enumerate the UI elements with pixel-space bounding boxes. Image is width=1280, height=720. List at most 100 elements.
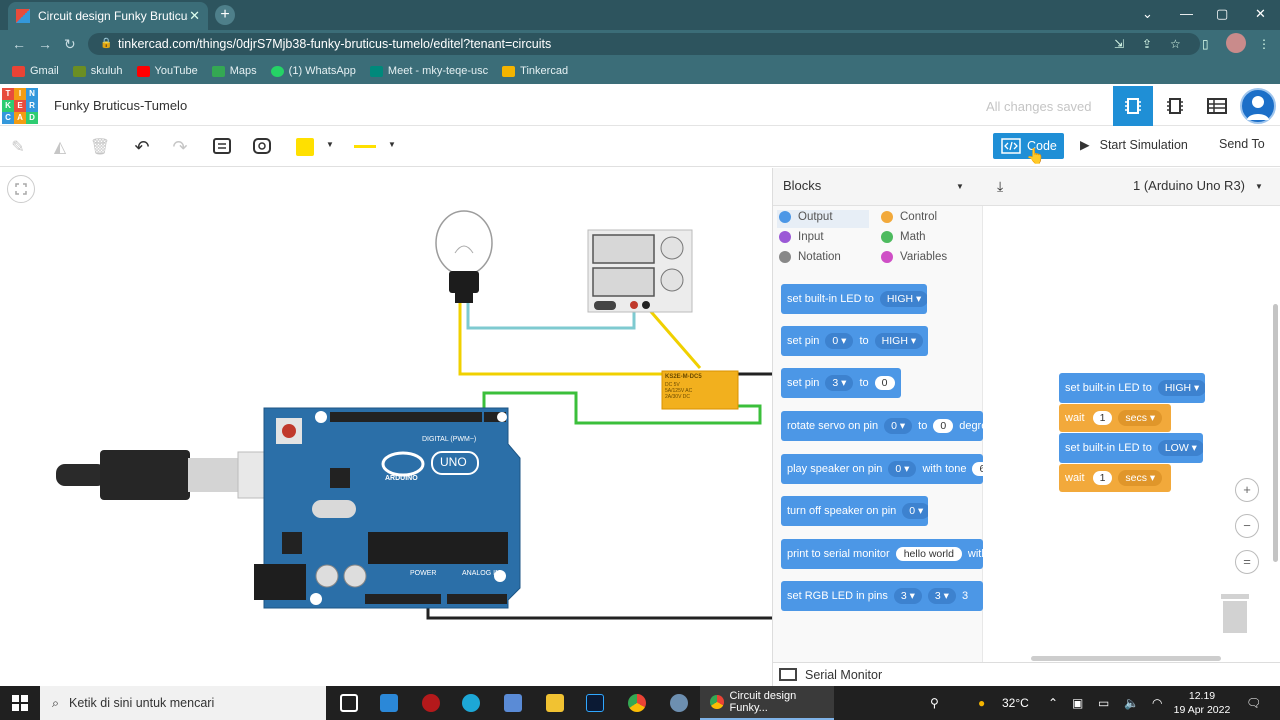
script-block-wait-2[interactable]: wait 1 secs ▾ — [1059, 464, 1171, 492]
block-dropdown[interactable]: 3 ▾ — [927, 588, 956, 604]
bookmark-gmail[interactable]: Gmail — [12, 65, 59, 77]
palette-block-rotate-servo[interactable]: rotate servo on pin 0 ▾ to 0 degre — [781, 411, 983, 441]
category-notation[interactable]: Notation — [779, 251, 841, 263]
network-app-icon[interactable] — [670, 694, 688, 712]
flip-tool-icon[interactable]: ◭ — [53, 139, 67, 156]
bookmark-youtube[interactable]: YouTube — [136, 65, 198, 77]
window-close-icon[interactable]: ✕ — [1255, 6, 1266, 21]
temperature[interactable]: 32°C — [1002, 696, 1029, 710]
horizontal-scrollbar[interactable] — [1031, 656, 1221, 661]
bookmark-whatsapp[interactable]: (1) WhatsApp — [270, 65, 356, 77]
start-simulation-button[interactable]: ▶Start Simulation — [1080, 137, 1188, 152]
serial-monitor-toggle[interactable]: Serial Monitor — [773, 662, 1280, 686]
vertical-scrollbar[interactable] — [1273, 304, 1278, 562]
edge-icon[interactable] — [462, 694, 480, 712]
fit-view-button[interactable] — [7, 175, 35, 203]
back-icon[interactable]: ← — [12, 36, 26, 52]
bookmark-tinkercad[interactable]: Tinkercad — [502, 65, 568, 77]
block-dropdown[interactable]: 3 ▾ — [825, 375, 854, 391]
undo-icon[interactable]: ↶ — [134, 136, 150, 157]
palette-block-turn-off-speaker[interactable]: turn off speaker on pin 0 ▾ — [781, 496, 928, 526]
bookmark-skuluh[interactable]: skuluh — [72, 65, 123, 77]
category-input[interactable]: Input — [779, 231, 824, 243]
photoshop-icon[interactable] — [586, 694, 604, 712]
component-list-button[interactable] — [1197, 86, 1237, 126]
chrome-menu-icon[interactable]: ⋮ — [1258, 37, 1270, 51]
maximize-icon[interactable]: ▢ — [1216, 6, 1229, 21]
reload-icon[interactable]: ↻ — [64, 36, 76, 52]
user-avatar[interactable] — [1240, 88, 1276, 124]
notifications-icon[interactable]: 🗨 — [1246, 696, 1262, 710]
block-dropdown[interactable]: secs ▾ — [1118, 410, 1163, 426]
script-block-set-led-low[interactable]: set built-in LED to LOW ▾ — [1059, 433, 1203, 463]
delete-tool-icon[interactable]: 🗑 — [89, 139, 111, 156]
script-block-set-led-high[interactable]: set built-in LED to HIGH ▾ — [1059, 373, 1205, 403]
block-dropdown[interactable]: 0 ▾ — [888, 461, 917, 477]
taskbar-search-field[interactable]: ⌕ Ketik di sini untuk mencari — [40, 686, 326, 720]
category-output[interactable]: Output — [779, 211, 833, 223]
taskbar-clock[interactable]: 12.19 19 Apr 2022 — [1172, 689, 1232, 717]
block-number-input[interactable]: 0 — [933, 419, 954, 433]
notes-tool-icon[interactable] — [210, 135, 234, 159]
wifi-icon[interactable]: ◠ — [1152, 696, 1163, 710]
block-dropdown[interactable]: secs ▾ — [1118, 470, 1163, 486]
tab-close-icon[interactable]: ✕ — [189, 8, 200, 23]
device-select[interactable]: 1 (Arduino Uno R3) — [1133, 178, 1245, 193]
rotate-tool-icon[interactable]: ✎ — [11, 139, 25, 156]
new-tab-button[interactable]: + — [215, 5, 235, 25]
tab-search-chevron-icon[interactable]: ⌄ — [1142, 6, 1153, 21]
taskbar-active-window[interactable]: Circuit design Funky... — [700, 686, 834, 720]
download-code-icon[interactable]: ⤓ — [997, 178, 1004, 194]
block-dropdown[interactable]: 3 ▾ — [893, 588, 922, 604]
schematic-view-button[interactable] — [1155, 86, 1195, 126]
bookmark-meet[interactable]: Meet - mky-teqe-usc — [369, 65, 488, 77]
circuit-canvas[interactable]: KS2E-M-DC5 DC 5V 5A/125V AC 2A/30V DC AR… — [0, 168, 772, 686]
install-icon[interactable]: ⇲ — [1114, 37, 1125, 51]
block-number-input[interactable]: 60 — [972, 462, 983, 476]
line-color-caret-icon[interactable]: ▼ — [388, 140, 396, 149]
bookmark-star-icon[interactable]: ☆ — [1170, 37, 1181, 51]
file-explorer-icon[interactable] — [546, 694, 564, 712]
block-number-input[interactable]: 0 — [874, 376, 895, 390]
minimize-icon[interactable]: — — [1180, 6, 1193, 21]
store-icon[interactable] — [504, 694, 522, 712]
chrome-profile-avatar[interactable] — [1226, 33, 1246, 53]
palette-block-set-pin-digital[interactable]: set pin 0 ▾ to HIGH ▾ — [781, 326, 928, 356]
device-caret-icon[interactable]: ▼ — [1255, 182, 1263, 191]
tray-chevron-icon[interactable]: ⌃ — [1048, 696, 1059, 710]
zoom-out-button[interactable]: − — [1235, 514, 1259, 538]
forward-icon[interactable]: → — [38, 36, 52, 52]
block-string-input[interactable]: hello world — [895, 547, 962, 561]
block-dropdown[interactable]: 0 ▾ — [902, 503, 928, 519]
line-color-swatch[interactable] — [354, 145, 376, 148]
browser-tab[interactable]: Circuit design Funky Bruticus-Tu ✕ — [8, 2, 208, 30]
windows-start-icon[interactable] — [12, 695, 28, 711]
tinkercad-logo[interactable]: T I N K E R C A D — [2, 88, 38, 124]
app-red-icon[interactable] — [422, 694, 440, 712]
weather-icon[interactable]: ● — [978, 696, 986, 710]
annotation-tool-icon[interactable] — [250, 135, 274, 159]
url-field[interactable]: 🔒 tinkercad.com/things/0djrS7Mjb38-funky… — [88, 33, 1200, 55]
block-number-input[interactable]: 1 — [1092, 471, 1113, 485]
trash-icon[interactable] — [1219, 592, 1251, 636]
block-dropdown[interactable]: HIGH ▾ — [1157, 380, 1205, 396]
mail-app-icon[interactable] — [380, 694, 398, 712]
redo-icon[interactable]: ↷ — [172, 136, 188, 157]
zoom-in-button[interactable]: + — [1235, 478, 1259, 502]
chrome-icon[interactable] — [628, 694, 646, 712]
send-to-button[interactable]: Send To — [1219, 137, 1265, 151]
palette-block-set-led[interactable]: set built-in LED to HIGH ▾ — [781, 284, 927, 314]
zoom-reset-button[interactable]: = — [1235, 550, 1259, 574]
fill-color-caret-icon[interactable]: ▼ — [326, 140, 334, 149]
side-panel-icon[interactable]: ▯ — [1202, 37, 1209, 51]
code-mode-select[interactable]: Blocks — [783, 178, 822, 193]
block-dropdown[interactable]: LOW ▾ — [1157, 440, 1203, 456]
task-view-icon[interactable] — [340, 694, 358, 712]
meet-now-icon[interactable]: ▣ — [1072, 696, 1084, 710]
circuit-view-button[interactable] — [1113, 86, 1153, 126]
volume-icon[interactable]: 🔈 — [1124, 696, 1139, 710]
share-icon[interactable]: ⇪ — [1142, 37, 1153, 51]
category-control[interactable]: Control — [881, 211, 937, 223]
fill-color-swatch[interactable] — [296, 138, 314, 156]
palette-block-set-rgb-led[interactable]: set RGB LED in pins 3 ▾ 3 ▾ 3 — [781, 581, 983, 611]
